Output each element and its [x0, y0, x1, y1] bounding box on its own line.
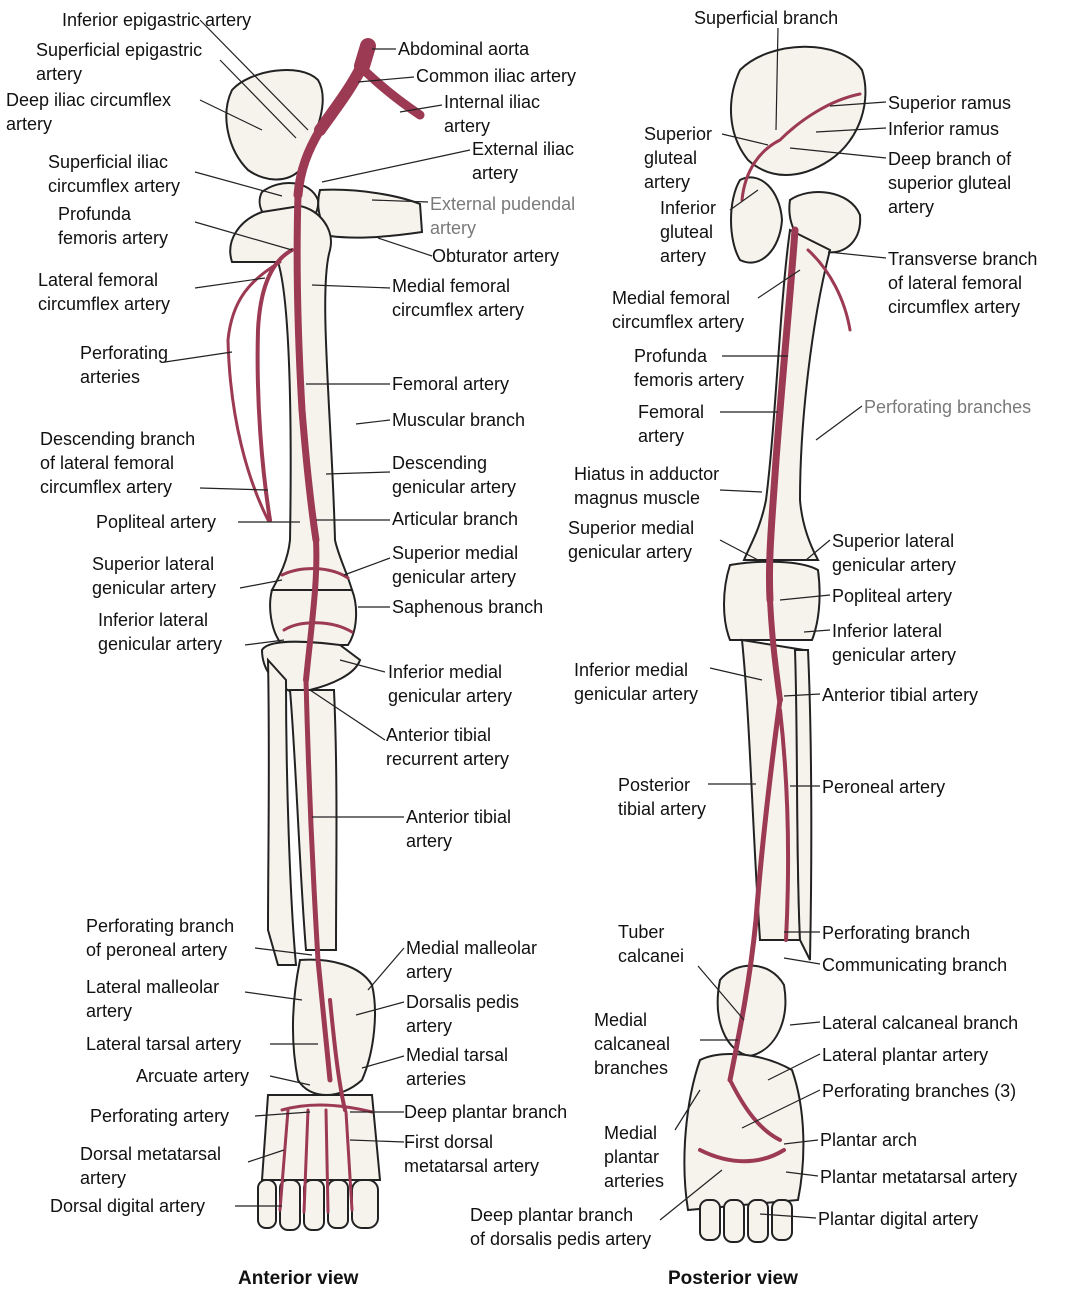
label-common-iliac: Common iliac artery: [416, 64, 576, 88]
label-medial-tarsal: Medial tarsal arteries: [406, 1043, 508, 1091]
label-medial-malleolar: Medial malleolar artery: [406, 936, 537, 984]
label-superior-lateral-genicular: Superior lateral genicular artery: [92, 552, 216, 600]
caption-posterior-view: Posterior view: [668, 1268, 798, 1290]
label-lateral-tarsal: Lateral tarsal artery: [86, 1032, 241, 1056]
label-inferior-epigastric: Inferior epigastric artery: [62, 8, 251, 32]
posterior-ischium: [731, 177, 782, 262]
label-posterior-popliteal: Popliteal artery: [832, 584, 952, 608]
label-perforating-branch: Perforating branch: [822, 921, 970, 945]
label-posterior-anterior-tibial: Anterior tibial artery: [822, 683, 978, 707]
label-profunda-femoris: Profunda femoris artery: [58, 202, 168, 250]
label-muscular-branch: Muscular branch: [392, 408, 525, 432]
label-perforating-branches: Perforating branches: [864, 395, 1031, 419]
label-transverse-branch-lfc: Transverse branch of lateral femoral cir…: [888, 247, 1037, 319]
posterior-tibia: [742, 640, 804, 940]
label-superior-ramus: Superior ramus: [888, 91, 1011, 115]
label-lateral-plantar: Lateral plantar artery: [822, 1043, 988, 1067]
label-communicating-branch: Communicating branch: [822, 953, 1007, 977]
label-perforating-branch-peroneal: Perforating branch of peroneal artery: [86, 914, 234, 962]
label-deep-iliac-circumflex: Deep iliac circumflex artery: [6, 88, 171, 136]
label-dorsal-digital: Dorsal digital artery: [50, 1194, 205, 1218]
label-deep-branch-superior-gluteal: Deep branch of superior gluteal artery: [888, 147, 1011, 219]
label-superficial-iliac-circumflex: Superficial iliac circumflex artery: [48, 150, 180, 198]
label-superficial-branch: Superficial branch: [694, 6, 838, 30]
label-posterior-inferior-lateral-genicular: Inferior lateral genicular artery: [832, 619, 956, 667]
label-posterior-superior-lateral-genicular: Superior lateral genicular artery: [832, 529, 956, 577]
label-lateral-femoral-circumflex: Lateral femoral circumflex artery: [38, 268, 170, 316]
label-arcuate: Arcuate artery: [136, 1064, 249, 1088]
posterior-femur: [744, 230, 830, 560]
label-medial-plantar: Medial plantar arteries: [604, 1121, 664, 1193]
anterior-metatarsals: [262, 1095, 380, 1180]
label-superior-medial-genicular: Superior medial genicular artery: [392, 541, 518, 589]
label-lateral-calcaneal: Lateral calcaneal branch: [822, 1011, 1018, 1035]
label-posterior-inferior-medial-genicular: Inferior medial genicular artery: [574, 658, 698, 706]
posterior-ilium: [731, 47, 865, 175]
label-articular-branch: Articular branch: [392, 507, 518, 531]
common-iliac-vessel: [320, 66, 362, 130]
label-saphenous-branch: Saphenous branch: [392, 595, 543, 619]
label-posterior-profunda-femoris: Profunda femoris artery: [634, 344, 744, 392]
label-anterior-tibial-recurrent: Anterior tibial recurrent artery: [386, 723, 509, 771]
lateral-circumflex-vessel: [228, 262, 280, 520]
label-posterior-superior-medial-genicular: Superior medial genicular artery: [568, 516, 694, 564]
anterior-bones: [226, 70, 422, 1230]
caption-anterior-view: Anterior view: [238, 1268, 358, 1290]
label-perforating-arteries: Perforating arteries: [80, 341, 168, 389]
label-peroneal: Peroneal artery: [822, 775, 945, 799]
label-femoral: Femoral artery: [392, 372, 509, 396]
label-medial-calcaneal: Medial calcaneal branches: [594, 1008, 670, 1080]
label-inferior-lateral-genicular: Inferior lateral genicular artery: [98, 608, 222, 656]
label-posterior-medial-femoral-circumflex: Medial femoral circumflex artery: [612, 286, 744, 334]
anterior-femur: [230, 206, 352, 590]
label-tuber-calcanei: Tuber calcanei: [618, 920, 684, 968]
posterior-calcaneus: [718, 966, 786, 1056]
label-obturator: Obturator artery: [432, 244, 559, 268]
label-descending-branch-lfc: Descending branch of lateral femoral cir…: [40, 427, 195, 499]
label-deep-plantar-dorsalis: Deep plantar branch of dorsalis pedis ar…: [470, 1203, 651, 1251]
label-external-iliac: External iliac artery: [472, 137, 574, 185]
label-deep-plantar-branch: Deep plantar branch: [404, 1100, 567, 1124]
label-inferior-gluteal: Inferior gluteal artery: [660, 196, 716, 268]
label-hiatus-adductor: Hiatus in adductor magnus muscle: [574, 462, 719, 510]
label-plantar-digital: Plantar digital artery: [818, 1207, 978, 1231]
label-dorsal-metatarsal: Dorsal metatarsal artery: [80, 1142, 221, 1190]
label-inferior-medial-genicular: Inferior medial genicular artery: [388, 660, 512, 708]
label-superior-gluteal: Superior gluteal artery: [644, 122, 712, 194]
anterior-toes: [258, 1180, 378, 1230]
label-external-pudendal: External pudendal artery: [430, 192, 575, 240]
label-abdominal-aorta: Abdominal aorta: [398, 37, 529, 61]
label-plantar-arch: Plantar arch: [820, 1128, 917, 1152]
label-perforating-branches-3: Perforating branches (3): [822, 1079, 1016, 1103]
label-perforating-artery: Perforating artery: [90, 1104, 229, 1128]
posterior-toes: [700, 1200, 792, 1242]
label-superficial-epigastric: Superficial epigastric artery: [36, 38, 202, 86]
label-posterior-femoral: Femoral artery: [638, 400, 704, 448]
label-posterior-tibial: Posterior tibial artery: [618, 773, 706, 821]
label-internal-iliac: Internal iliac artery: [444, 90, 540, 138]
label-first-dorsal-metatarsal: First dorsal metatarsal artery: [404, 1130, 539, 1178]
label-popliteal: Popliteal artery: [96, 510, 216, 534]
label-plantar-metatarsal: Plantar metatarsal artery: [820, 1165, 1017, 1189]
label-dorsalis-pedis: Dorsalis pedis artery: [406, 990, 519, 1038]
anterior-pubis: [318, 190, 422, 238]
label-medial-femoral-circumflex: Medial femoral circumflex artery: [392, 274, 524, 322]
label-anterior-tibial: Anterior tibial artery: [406, 805, 511, 853]
label-lateral-malleolar: Lateral malleolar artery: [86, 975, 219, 1023]
label-inferior-ramus: Inferior ramus: [888, 117, 999, 141]
label-descending-genicular: Descending genicular artery: [392, 451, 516, 499]
